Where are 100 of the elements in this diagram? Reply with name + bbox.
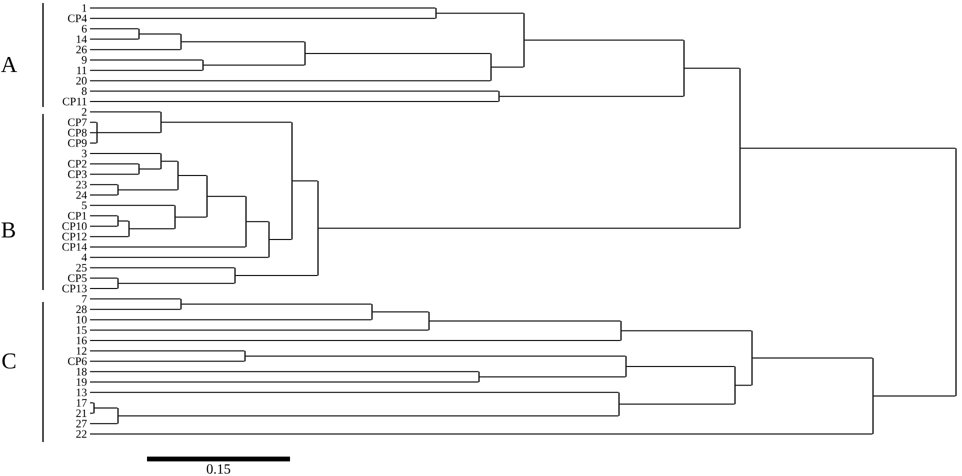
leaf-label: CP13 <box>62 284 87 292</box>
leaf-label: 8 <box>82 87 87 95</box>
branch-line <box>161 160 178 162</box>
junction-line <box>268 222 270 258</box>
branch-line <box>90 330 429 331</box>
branch-line <box>90 412 94 414</box>
junction-line <box>498 91 500 102</box>
junction-line <box>174 205 176 229</box>
branch-line <box>90 423 118 424</box>
leaf-label: CP6 <box>68 357 87 366</box>
junction-line <box>304 42 306 66</box>
branch-line <box>118 189 178 190</box>
branch-line <box>626 366 735 367</box>
junction-line <box>371 304 373 320</box>
junction-line <box>955 148 957 396</box>
branch-line <box>90 18 436 19</box>
leaf-label: CP11 <box>62 98 86 106</box>
junction-line <box>117 216 119 226</box>
branch-line <box>499 96 684 97</box>
branch-line <box>90 204 175 206</box>
branch-line <box>235 275 318 276</box>
branch-line <box>94 408 118 409</box>
branch-line <box>735 384 752 386</box>
leaf-label: 3 <box>82 150 87 158</box>
leaf-label: CP12 <box>62 232 86 240</box>
junction-line <box>244 350 246 362</box>
junction-line <box>180 298 182 310</box>
leaf-label: CP4 <box>68 14 87 22</box>
junction-line <box>93 402 95 414</box>
junction-line <box>291 122 293 240</box>
branch-line <box>90 184 118 186</box>
leaf-label: 23 <box>76 180 87 188</box>
branch-line <box>245 356 626 357</box>
leaf-label: CP1 <box>68 212 86 220</box>
branch-line <box>90 308 181 310</box>
leaf-label: CP9 <box>68 139 87 147</box>
branch-line <box>436 12 524 14</box>
branch-line <box>181 304 372 305</box>
leaf-label: CP7 <box>68 118 87 126</box>
branch-line <box>203 64 305 66</box>
branch-line <box>90 90 499 92</box>
leaf-label: 2 <box>82 108 86 116</box>
leaf-label: 26 <box>76 46 87 54</box>
branch-line <box>178 175 207 176</box>
junction-line <box>96 122 98 144</box>
leaf-label: 7 <box>82 295 87 303</box>
leaf-label: 11 <box>77 66 86 74</box>
leaf-label: 21 <box>76 409 86 417</box>
branch-line <box>90 49 181 50</box>
leaf-label: CP5 <box>68 274 87 282</box>
leaf-label: CP3 <box>68 170 87 178</box>
junction-line <box>317 180 319 276</box>
branch-line <box>90 132 97 134</box>
branch-line <box>207 196 246 197</box>
branch-line <box>90 256 269 258</box>
junction-line <box>138 28 140 40</box>
leaf-label: 27 <box>76 420 87 428</box>
branch-line <box>90 59 203 60</box>
branch-line <box>90 38 139 40</box>
branch-line <box>90 80 491 82</box>
branch-line <box>90 340 621 341</box>
branch-line <box>524 40 684 41</box>
branch-line <box>90 371 479 372</box>
junction-line <box>234 268 236 284</box>
branch-line <box>129 228 175 230</box>
branch-line <box>90 392 619 393</box>
branch-line <box>161 122 292 123</box>
leaf-label: 18 <box>76 368 87 376</box>
junction-line <box>138 164 140 174</box>
leaf-label: CP8 <box>68 128 87 136</box>
branch-line <box>269 239 292 240</box>
leaf-label: 13 <box>76 388 87 396</box>
branch-line <box>318 228 740 229</box>
branch-line <box>90 70 203 71</box>
junction-line <box>117 408 119 424</box>
branch-line <box>305 52 491 54</box>
leaf-label: 24 <box>76 191 87 199</box>
branch-line <box>752 358 873 359</box>
leaf-label: 15 <box>76 326 87 334</box>
junction-line <box>117 278 119 289</box>
branch-line <box>90 288 118 290</box>
junction-line <box>618 392 620 416</box>
branch-line <box>621 330 752 332</box>
branch-line <box>90 278 118 279</box>
leaf-label: 14 <box>76 35 87 43</box>
branch-line <box>429 320 621 322</box>
branch-line <box>90 267 235 268</box>
branch-line <box>479 376 626 378</box>
branch-line <box>491 66 524 68</box>
branch-line <box>90 246 246 248</box>
branch-line <box>684 68 740 69</box>
leaf-label: 1 <box>82 4 86 12</box>
junction-line <box>620 321 622 340</box>
branch-line <box>90 226 118 227</box>
leaf-label: 12 <box>76 347 86 355</box>
junction-line <box>490 53 492 81</box>
branch-line <box>90 174 139 175</box>
junction-line <box>734 366 736 404</box>
branch-line <box>246 221 269 222</box>
branch-line <box>90 236 129 238</box>
